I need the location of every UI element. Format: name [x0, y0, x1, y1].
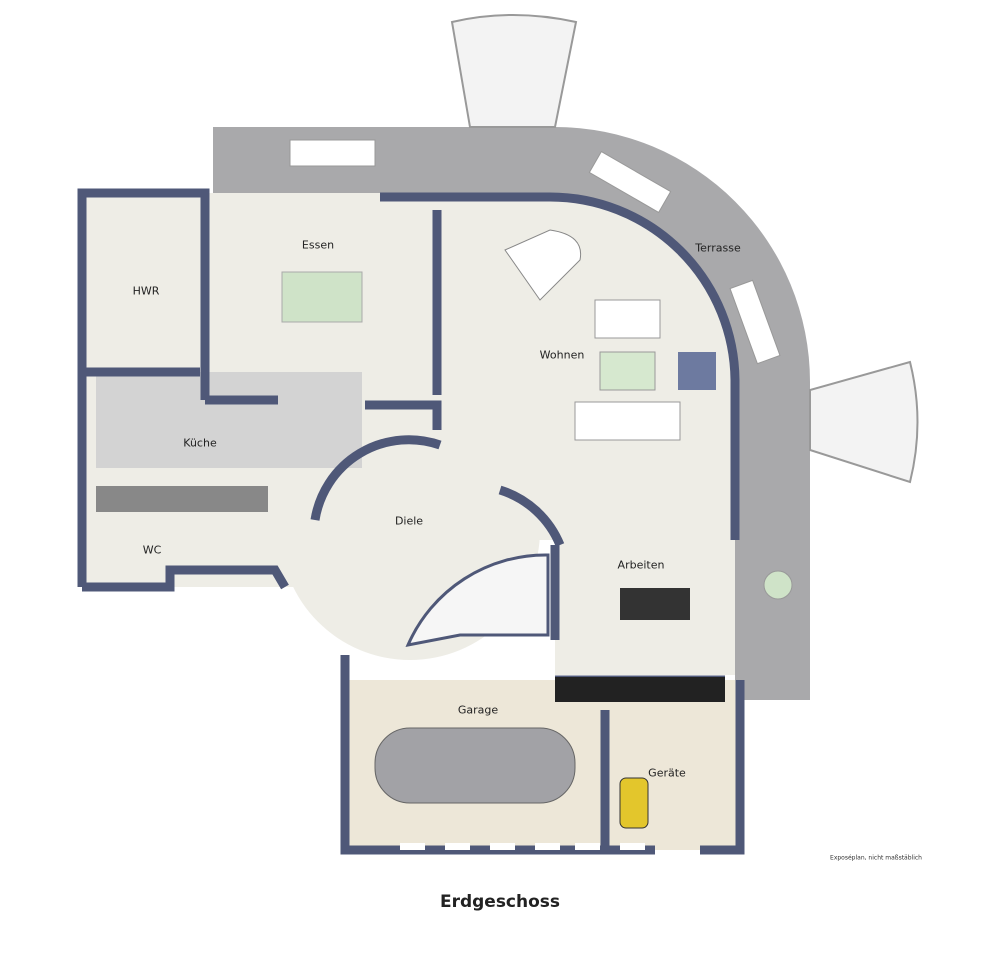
- fireplace-bench: [555, 677, 725, 702]
- room-label-hwr: HWR: [132, 284, 160, 298]
- kitchen-tiles: [96, 372, 362, 468]
- plan-title: Erdgeschoss: [439, 892, 561, 912]
- terrace-area: [213, 127, 810, 700]
- room-label-wc: WC: [142, 543, 162, 557]
- car: [374, 727, 576, 804]
- piano: [504, 229, 582, 301]
- terrace-stairs-top: [450, 14, 578, 128]
- scale-note: Exposéplan, nicht maßstäblich: [830, 854, 922, 862]
- terrace-bench: [289, 139, 376, 167]
- sofa-small: [594, 299, 661, 339]
- room-label-wohnen: Wohnen: [539, 348, 585, 362]
- lawn-mower: [619, 777, 649, 829]
- room-label-essen: Essen: [301, 238, 335, 252]
- desk: [620, 588, 690, 620]
- terrace-stairs-right: [809, 360, 919, 484]
- room-label-arbeiten: Arbeiten: [617, 558, 665, 572]
- terrace-table: [763, 570, 793, 600]
- staircase: [405, 553, 550, 648]
- room-label-garage: Garage: [457, 703, 499, 717]
- room-label-geraete: Geräte: [648, 766, 686, 780]
- room-label-diele: Diele: [394, 514, 424, 528]
- room-label-kueche: Küche: [183, 436, 217, 450]
- armchair: [678, 352, 716, 390]
- walls: [77, 188, 745, 855]
- garage-windows: [400, 843, 645, 850]
- room-label-terrasse: Terrasse: [695, 241, 741, 255]
- kitchen-counter: [96, 486, 268, 512]
- terrace-lounger-1: [588, 150, 672, 214]
- terrace-lounger-2: [729, 279, 781, 365]
- dining-table: [281, 271, 363, 323]
- coffee-table: [599, 351, 656, 391]
- sofa-large: [574, 401, 681, 441]
